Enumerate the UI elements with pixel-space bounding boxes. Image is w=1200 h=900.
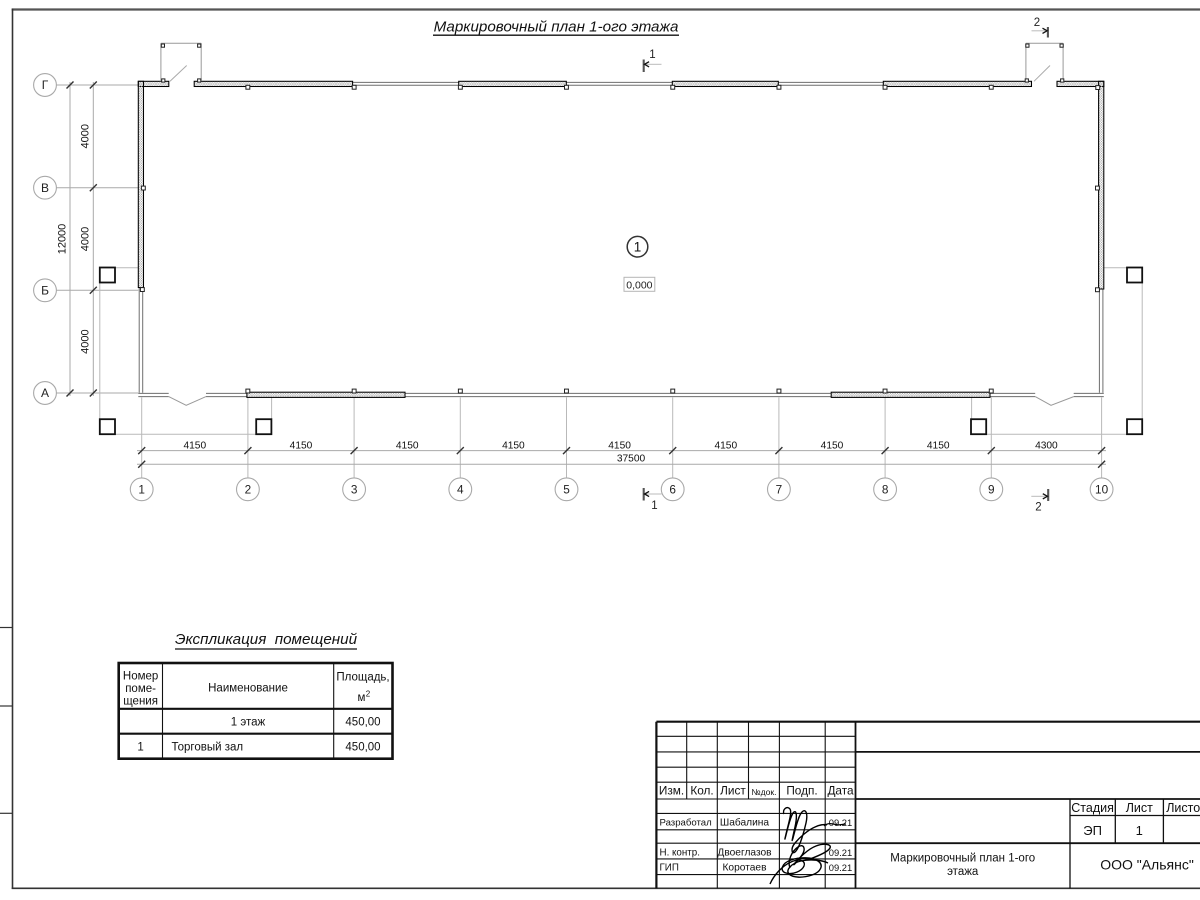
svg-text:Стадия: Стадия [1071, 801, 1114, 815]
svg-text:1 этаж: 1 этаж [231, 717, 266, 729]
svg-text:4000: 4000 [80, 227, 92, 251]
svg-text:ГИП: ГИП [660, 863, 679, 874]
svg-text:4150: 4150 [821, 440, 844, 451]
svg-text:Лист: Лист [1126, 801, 1153, 815]
svg-text:09.21: 09.21 [829, 817, 852, 828]
svg-text:12000: 12000 [57, 224, 69, 255]
svg-text:Торговый зал: Торговый зал [172, 742, 244, 754]
svg-text:4300: 4300 [1035, 440, 1058, 451]
svg-text:1: 1 [138, 482, 145, 496]
svg-text:щения: щения [123, 696, 158, 708]
svg-text:7: 7 [776, 482, 783, 496]
svg-text:4150: 4150 [290, 440, 313, 451]
svg-text:Изм.: Изм. [659, 784, 684, 798]
svg-text:1: 1 [651, 500, 657, 512]
svg-text:4150: 4150 [714, 440, 737, 451]
svg-text:4: 4 [457, 482, 464, 496]
svg-text:Дата: Дата [827, 784, 854, 798]
svg-text:Разработал: Разработал [660, 818, 712, 829]
svg-text:Б: Б [41, 284, 49, 298]
svg-text:ООО "Альянс": ООО "Альянс" [1100, 857, 1194, 873]
svg-text:4150: 4150 [927, 440, 950, 451]
svg-text:2: 2 [1034, 17, 1040, 29]
svg-text:0,000: 0,000 [626, 279, 652, 291]
svg-text:4000: 4000 [80, 329, 92, 353]
svg-text:8: 8 [882, 482, 889, 496]
svg-text:Подп.: Подп. [786, 784, 817, 798]
svg-text:1: 1 [649, 49, 655, 61]
svg-text:Двоеглазов: Двоеглазов [717, 848, 771, 859]
svg-text:4150: 4150 [502, 440, 525, 451]
svg-text:Наименование: Наименование [208, 683, 288, 695]
svg-text:Шабалина: Шабалина [720, 817, 770, 829]
svg-text:Лист: Лист [720, 784, 746, 798]
svg-text:4150: 4150 [183, 440, 206, 451]
svg-text:5: 5 [563, 482, 570, 496]
svg-text:Экспликация помещений: Экспликация помещений [175, 631, 358, 648]
svg-text:Г: Г [42, 78, 49, 92]
svg-text:37500: 37500 [617, 454, 646, 465]
svg-text:2: 2 [366, 690, 371, 699]
svg-text:1: 1 [634, 240, 642, 255]
svg-text:м: м [358, 692, 366, 704]
svg-text:Маркировочный план 1-ого: Маркировочный план 1-ого [890, 853, 1035, 865]
svg-text:3: 3 [351, 482, 358, 496]
svg-text:4000: 4000 [80, 124, 92, 148]
svg-text:Номер: Номер [123, 671, 158, 683]
svg-text:Н. контр.: Н. контр. [660, 848, 700, 859]
svg-text:4150: 4150 [608, 440, 631, 451]
svg-text:2: 2 [245, 482, 252, 496]
svg-text:1: 1 [137, 742, 143, 754]
svg-text:Кол.: Кол. [690, 784, 713, 798]
svg-text:09.21: 09.21 [829, 862, 852, 873]
svg-text:Листов: Листов [1166, 801, 1200, 815]
svg-text:ЭП: ЭП [1083, 823, 1102, 838]
svg-text:этажа: этажа [947, 866, 979, 878]
svg-text:4150: 4150 [396, 440, 419, 451]
svg-text:поме-: поме- [125, 683, 156, 695]
svg-text:450,00: 450,00 [345, 742, 380, 754]
svg-text:6: 6 [669, 482, 676, 496]
svg-text:Коротаев: Коротаев [722, 863, 766, 874]
svg-text:А: А [41, 386, 49, 400]
svg-text:Маркировочный план 1-ого этажа: Маркировочный план 1-ого этажа [434, 19, 679, 36]
svg-text:9: 9 [988, 482, 995, 496]
svg-text:Площадь,: Площадь, [336, 672, 389, 684]
svg-text:В: В [41, 181, 49, 195]
svg-text:450,00: 450,00 [345, 717, 380, 729]
svg-text:1: 1 [1136, 823, 1143, 838]
svg-text:№док.: №док. [751, 787, 776, 797]
svg-text:2: 2 [1035, 502, 1041, 514]
svg-text:09.21: 09.21 [829, 847, 852, 858]
svg-text:10: 10 [1095, 482, 1109, 496]
